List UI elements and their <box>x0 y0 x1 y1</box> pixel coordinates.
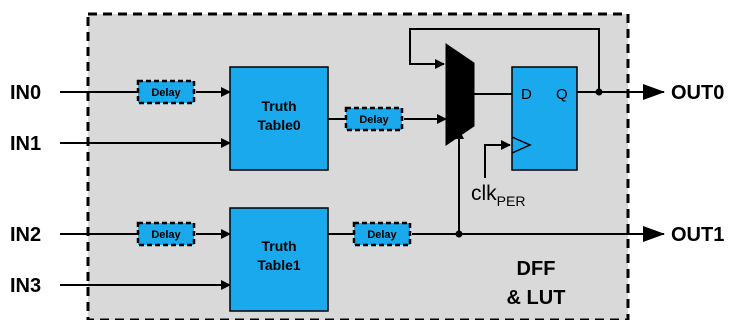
output-label-out0: OUT0 <box>671 82 724 104</box>
multiplexer <box>445 43 475 146</box>
truth-table-0-line2: Table0 <box>257 117 301 133</box>
input-label-in3: IN3 <box>10 275 41 297</box>
clock-label-main: clk <box>471 182 497 205</box>
truth-table-1: Truth Table1 <box>229 207 329 312</box>
block-title-line2: & LUT <box>507 287 566 309</box>
clock-label: clkPER <box>471 182 525 209</box>
wire-clock <box>484 140 511 178</box>
wire-feedback <box>409 28 600 92</box>
clock-input-triangle <box>511 136 532 154</box>
delay-in2: Delay <box>136 221 196 247</box>
truth-table-0-line1: Truth <box>262 98 297 114</box>
delay-tt1-out: Delay <box>352 221 412 247</box>
input-label-in1: IN1 <box>10 133 41 155</box>
delay-in2-label: Delay <box>151 229 181 241</box>
truth-table-1-line2: Table1 <box>257 257 301 273</box>
delay-tt0-out-label: Delay <box>359 114 389 126</box>
truth-table-1-line1: Truth <box>262 238 297 254</box>
delay-tt1-out-label: Delay <box>367 229 397 241</box>
truth-table-0: Truth Table0 <box>229 66 329 171</box>
dff-d-pin: D <box>521 86 532 103</box>
clock-label-sub: PER <box>497 193 526 209</box>
delay-in0: Delay <box>136 79 196 105</box>
input-label-in2: IN2 <box>10 224 41 246</box>
d-flip-flop: D Q <box>511 66 578 171</box>
input-label-in0: IN0 <box>10 82 41 104</box>
dff-q-pin: Q <box>556 86 568 103</box>
output-label-out1: OUT1 <box>671 224 724 246</box>
delay-tt0-out: Delay <box>344 106 404 132</box>
delay-in0-label: Delay <box>151 87 181 99</box>
block-title-line1: DFF <box>517 258 556 280</box>
